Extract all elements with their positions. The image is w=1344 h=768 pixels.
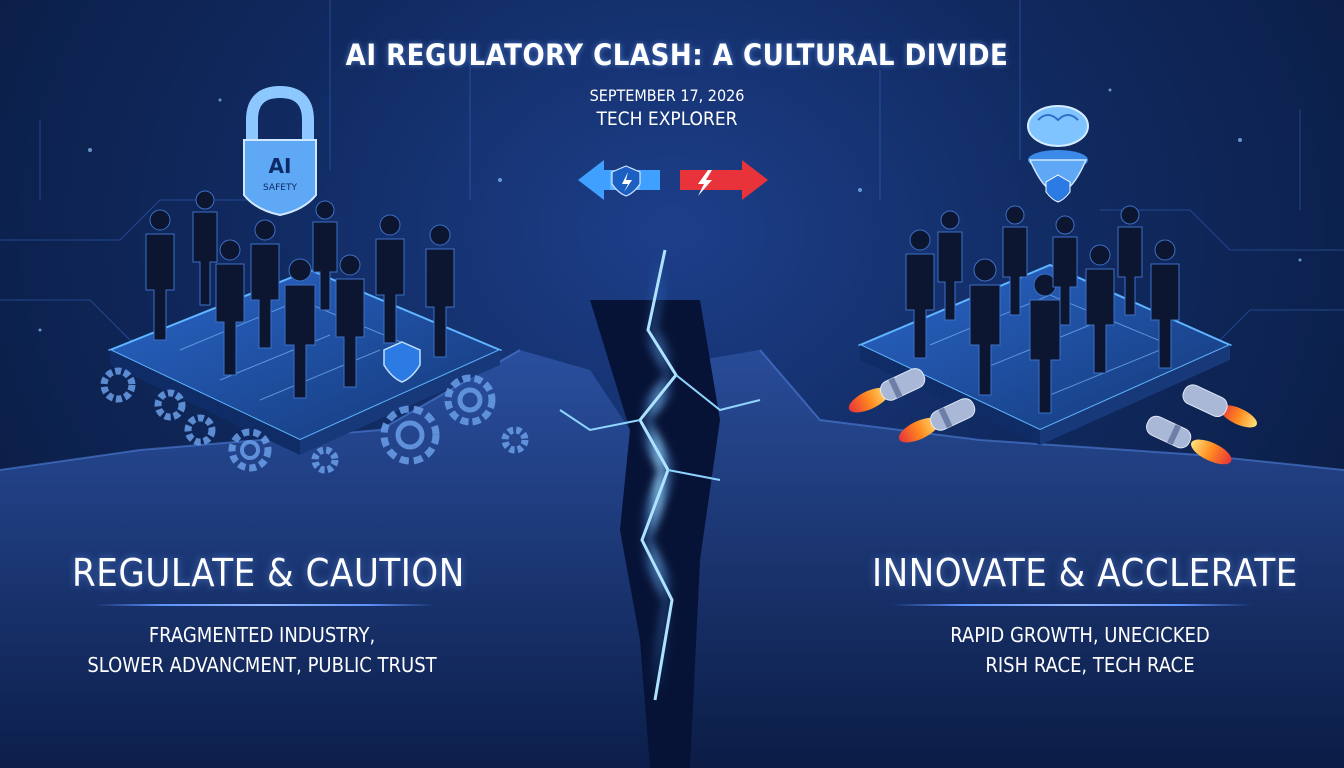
lightning-crack-icon <box>559 248 761 702</box>
publication-date: SEPTEMBER 17, 2026 <box>589 86 745 105</box>
right-heading: INNOVATE & ACCLERATE <box>872 551 1298 595</box>
chasm <box>590 300 720 768</box>
gear-icon <box>100 367 529 474</box>
brain-shield-icon <box>1027 105 1089 203</box>
svg-text:SAFETY: SAFETY <box>263 183 297 193</box>
opposing-arrows-icon <box>578 160 768 200</box>
right-description: RAPID GROWTH, UNECICKED RISH RACE, TECH … <box>880 620 1260 680</box>
left-cliff <box>0 350 650 768</box>
sparkle-dots <box>38 88 1302 332</box>
left-description: FRAGMENTED INDUSTRY, SLOWER ADVANCMENT, … <box>82 620 442 680</box>
circuit-background <box>0 0 1344 351</box>
right-description-line: RAPID GROWTH, UNECICKED <box>950 623 1210 647</box>
right-people-group <box>905 205 1180 414</box>
page-title: AI REGULATORY CLASH: A CULTURAL DIVIDE <box>345 38 1009 72</box>
right-divider <box>892 604 1252 606</box>
left-people-group <box>145 190 455 399</box>
svg-text:AI: AI <box>269 154 292 178</box>
shield-icon <box>383 341 421 383</box>
right-description-line: RISH RACE, TECH RACE <box>985 653 1195 677</box>
left-heading: REGULATE & CAUTION <box>72 551 465 595</box>
left-description-line: SLOWER ADVANCMENT, PUBLIC TRUST <box>87 653 437 677</box>
left-description-line: FRAGMENTED INDUSTRY, <box>148 623 376 647</box>
padlock-icon: AI SAFETY <box>243 85 317 217</box>
rocket-icon <box>848 368 1258 465</box>
left-divider <box>95 604 435 606</box>
publication-source: TECH EXPLORER <box>596 108 738 130</box>
